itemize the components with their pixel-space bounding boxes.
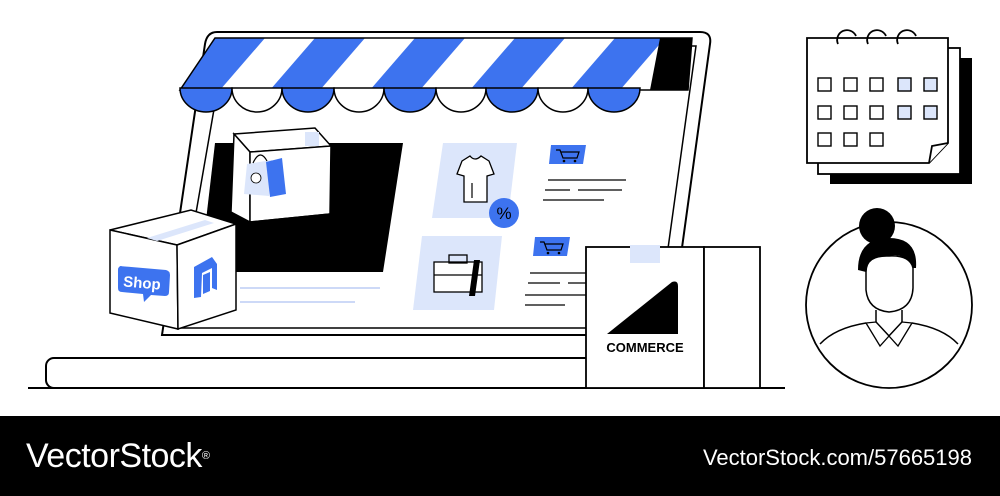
shopping-bag-icon	[244, 154, 286, 197]
t-shirt-icon	[456, 155, 495, 203]
svg-text:COMMERCE: COMMERCE	[606, 340, 684, 355]
calendar-icon	[806, 29, 972, 184]
t-shirt-card: %	[432, 143, 519, 228]
cart-icon	[549, 145, 586, 164]
box-logo-icon	[194, 257, 217, 298]
briefcase-card	[413, 236, 502, 310]
briefcase-icon	[433, 254, 483, 296]
stock-id-text: VectorStock.com/57665198	[702, 445, 972, 470]
watermark-footer: VectorStock® VectorStock.com/57665198	[0, 416, 1000, 496]
shop-box: Shop	[109, 209, 239, 331]
svg-text:Shop: Shop	[123, 273, 162, 293]
cart-icon-2	[533, 237, 570, 256]
brand-logo: VectorStock®	[26, 437, 210, 475]
commerce-bag: COMMERCE	[585, 245, 761, 389]
user-avatar-icon	[805, 208, 973, 389]
awning-icon	[178, 37, 693, 113]
shop-speech-bubble: Shop	[118, 266, 170, 302]
svg-text:%: %	[496, 204, 511, 223]
bag-box	[230, 127, 333, 224]
ecommerce-illustration: %	[28, 29, 973, 389]
discount-badge: %	[489, 198, 519, 228]
